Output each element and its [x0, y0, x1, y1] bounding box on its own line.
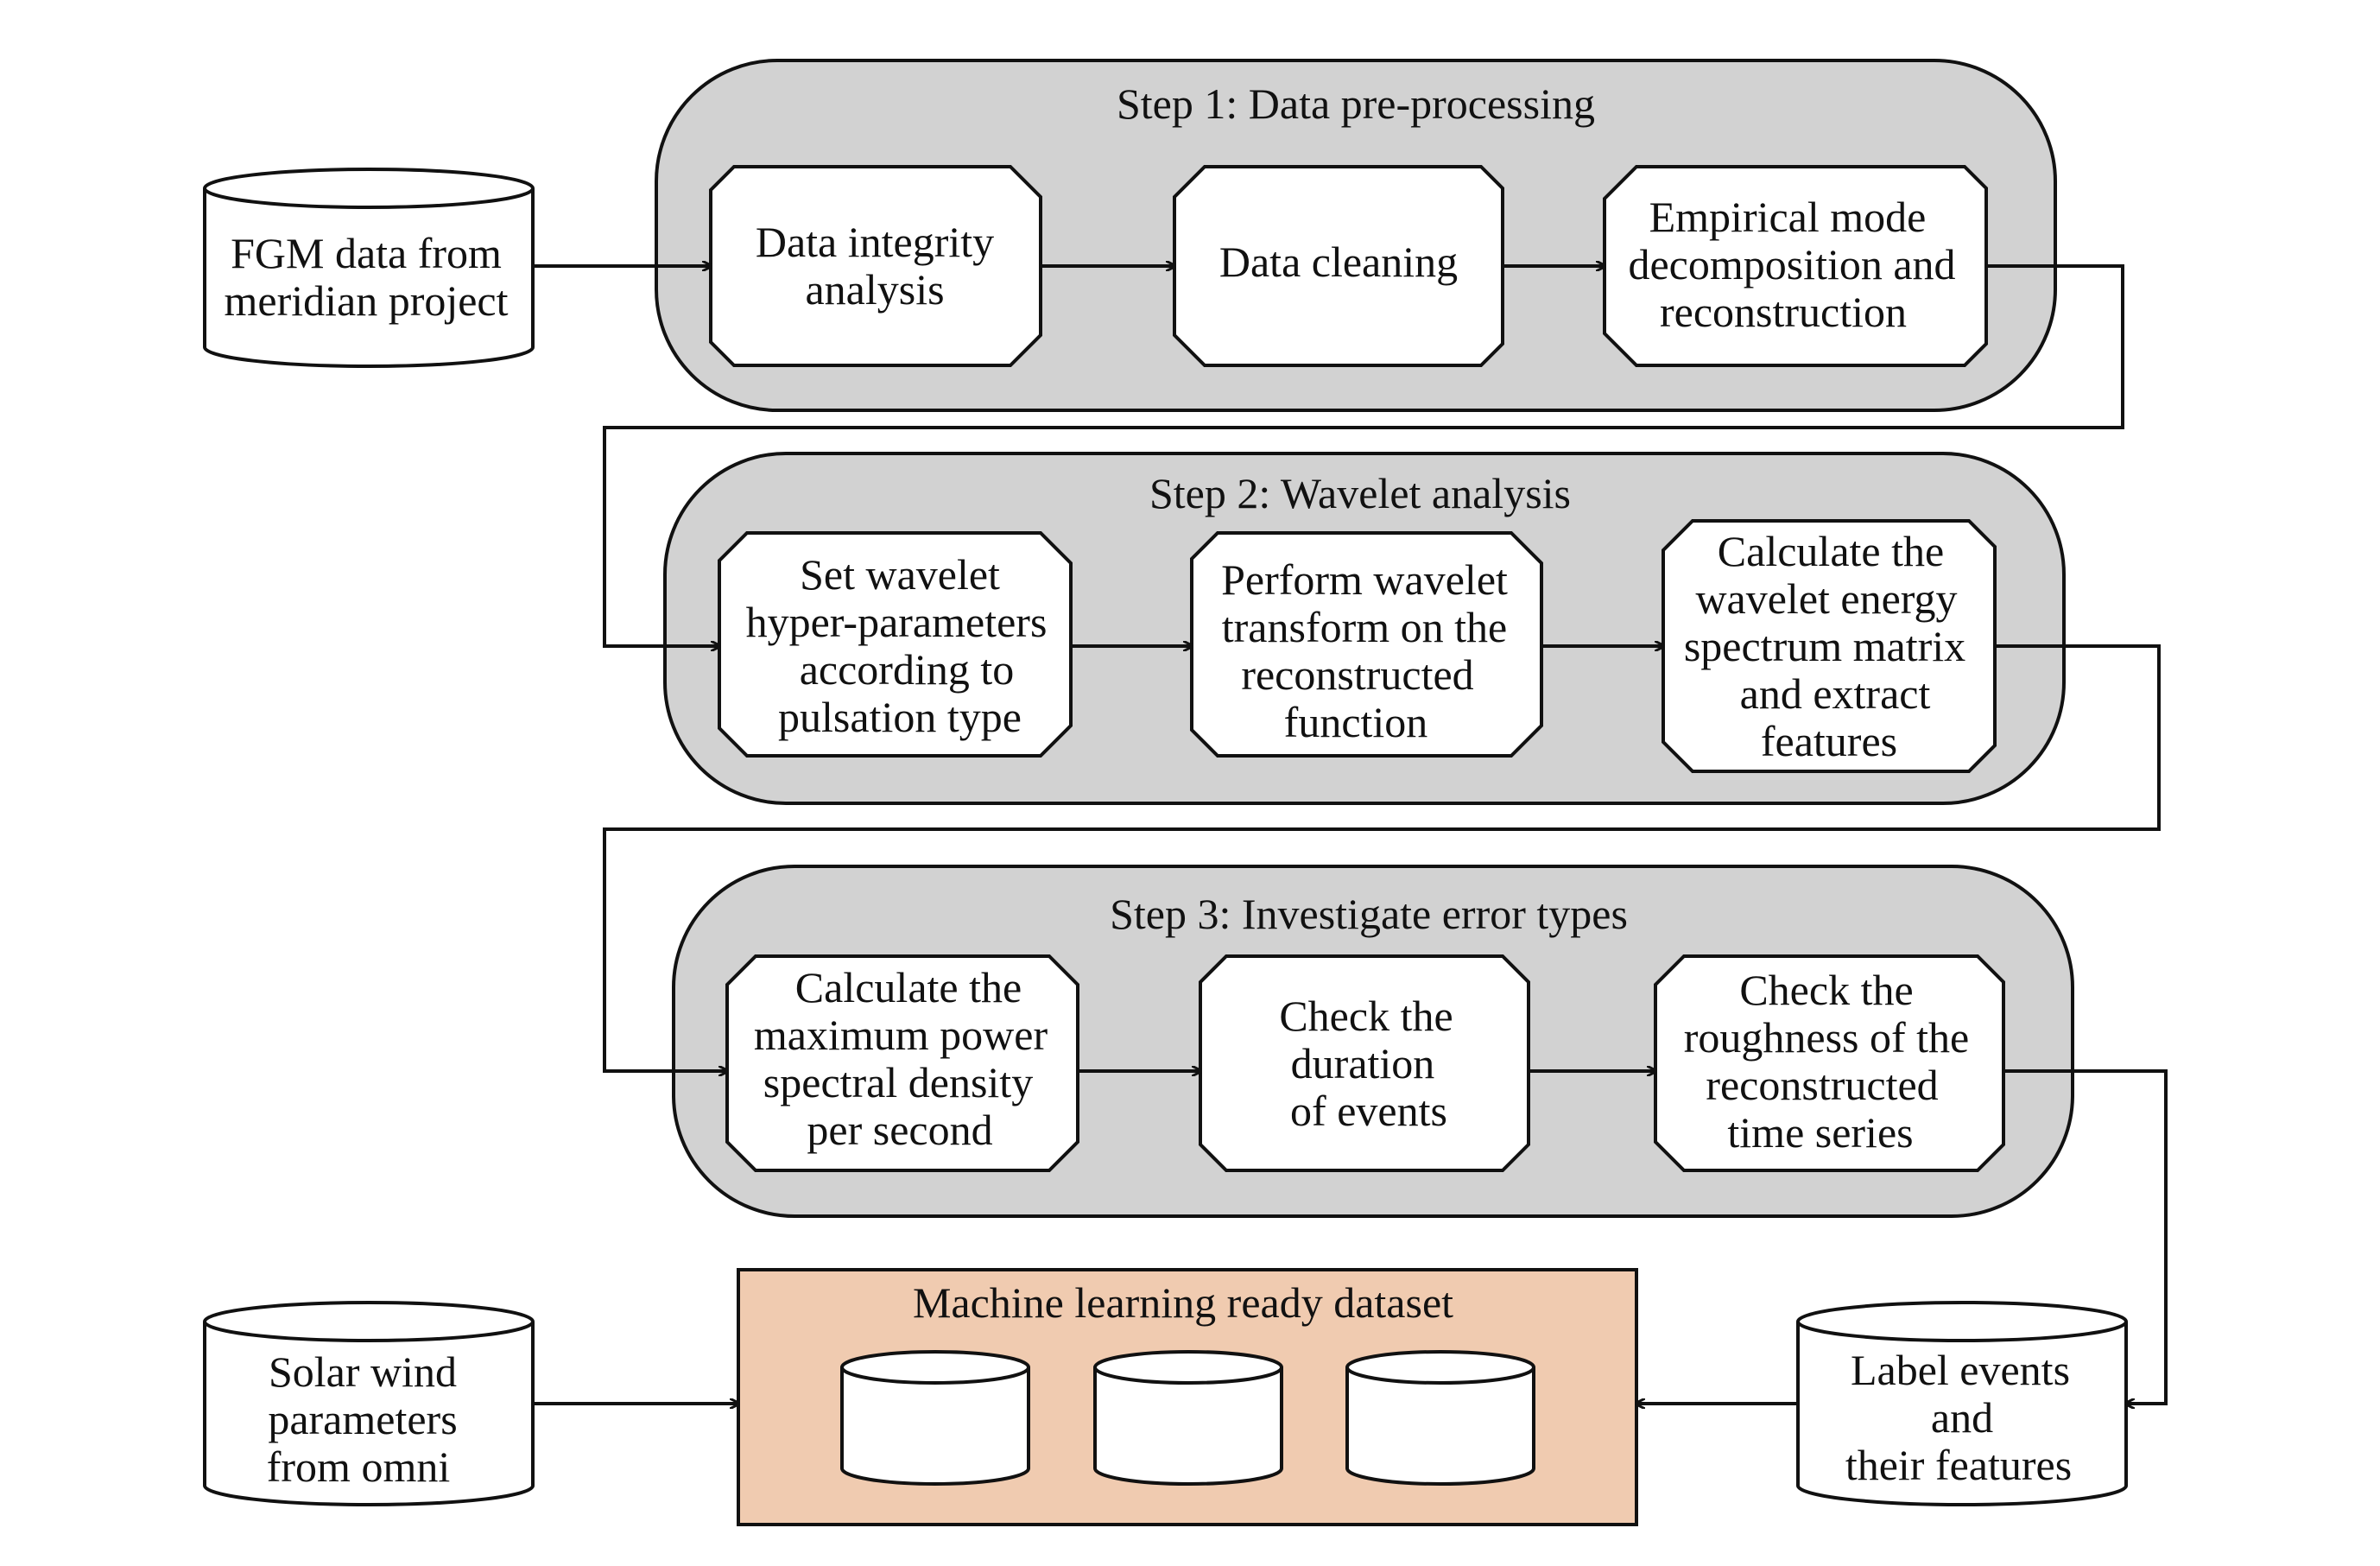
- dataset-cylinder-1: [840, 1350, 1030, 1486]
- dataset-cylinder-3: [1345, 1350, 1535, 1486]
- step-1-title: Step 1: Data pre-processing: [1117, 79, 1595, 128]
- svg-text:Data cleaning: Data cleaning: [1219, 238, 1458, 286]
- arrow-emd-to-step2: [603, 264, 2124, 646]
- step-3-title: Step 3: Investigate error types: [1110, 890, 1628, 938]
- ml-dataset-title: Machine learning ready dataset: [913, 1278, 1453, 1327]
- dataset-cylinder-2: [1093, 1350, 1283, 1486]
- step-1-box-2: Data cleaning: [1173, 165, 1504, 367]
- arrow-step2-to-step3: [603, 644, 2161, 1071]
- arrow-roughness-to-labels: [2003, 1069, 2168, 1404]
- step-2-title: Step 2: Wavelet analysis: [1149, 469, 1571, 517]
